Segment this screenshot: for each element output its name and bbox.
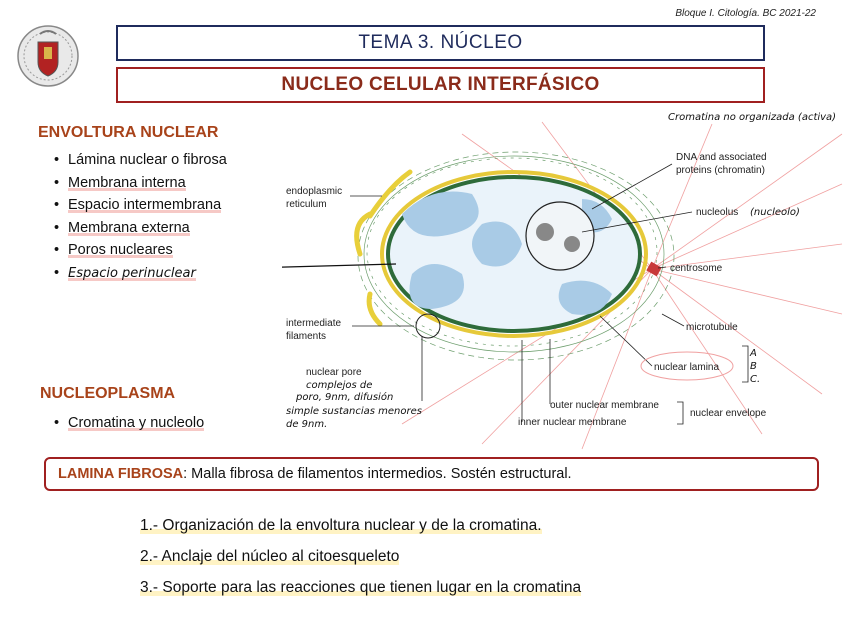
label-lamina: nuclear lamina — [654, 362, 719, 373]
page-title: TEMA 3. NÚCLEO — [116, 25, 765, 61]
label-inner: inner nuclear membrane — [518, 417, 627, 428]
nucleoplasma-list: Cromatina y nucleolo — [54, 412, 205, 435]
envoltura-list: Lámina nuclear o fibrosa Membrana intern… — [54, 149, 227, 285]
note-top: Cromatina no organizada (activa) — [668, 112, 836, 123]
label-nucleolus: nucleolus — [696, 207, 738, 218]
envoltura-heading: ENVOLTURA NUCLEAR — [38, 124, 219, 141]
nucleolus — [525, 201, 595, 271]
list-item: Cromatina y nucleolo — [54, 412, 205, 435]
university-seal-logo — [17, 25, 79, 87]
label-outer: outer nuclear membrane — [550, 400, 659, 411]
label-pore: nuclear pore — [306, 367, 362, 378]
lamina-keyword: LAMINA FIBROSA — [58, 466, 184, 482]
list-item: 2.- Anclaje del núcleo al citoesqueleto — [140, 548, 400, 565]
label-if2: filaments — [286, 331, 326, 342]
list-item: 1.- Organización de la envoltura nuclear… — [140, 517, 542, 534]
outer-membrane — [380, 170, 648, 338]
lamina-highlight — [640, 351, 734, 381]
nuclear-pore — [415, 313, 441, 339]
label-abc-c: C. — [750, 374, 760, 385]
intermediate-filaments — [357, 151, 675, 361]
label-abc-a: A — [749, 348, 757, 359]
label-er: endoplasmic — [286, 186, 342, 197]
list-item: 3.- Soporte para las reacciones que tien… — [140, 579, 582, 596]
er-tubules — [354, 169, 413, 327]
perinuclear-arrow — [282, 263, 397, 268]
lamina-text: : Malla fibrosa de filamentos intermedio… — [183, 466, 572, 482]
list-item: Membrana externa — [54, 217, 227, 240]
course-note: Bloque I. Citología. BC 2021-22 — [675, 8, 816, 19]
nucleolus-spot — [536, 223, 554, 241]
label-dna: DNA and associated — [676, 152, 767, 163]
envelope-bracket — [677, 401, 684, 425]
label-pore-hand4: de 9nm. — [286, 419, 327, 430]
list-item: Poros nucleares — [54, 239, 227, 262]
label-nucleolus-hand: (nucleolo) — [750, 207, 800, 218]
list-item: Lámina nuclear o fibrosa — [54, 149, 227, 172]
label-dna2: proteins (chromatin) — [676, 165, 765, 176]
list-item: Espacio perinuclear — [54, 262, 227, 286]
list-item: Membrana interna — [54, 172, 227, 195]
list-item: Espacio intermembrana — [54, 194, 227, 217]
label-pore-hand3: simple sustancias menores — [286, 406, 422, 417]
nucleus-diagram: Cromatina no organizada (activa) endopla… — [282, 112, 843, 450]
label-if: intermediate — [286, 318, 341, 329]
nucleoplasma-heading: NUCLEOPLASMA — [40, 385, 176, 402]
label-abc-b: B — [750, 361, 757, 372]
page-subtitle: NUCLEO CELULAR INTERFÁSICO — [116, 67, 765, 103]
lamina-fibrosa-box: LAMINA FIBROSA: Malla fibrosa de filamen… — [44, 457, 819, 491]
label-envelope: nuclear envelope — [690, 408, 767, 419]
centrosome — [646, 261, 662, 277]
label-centrosome: centrosome — [670, 263, 723, 274]
label-pore-hand2: poro, 9nm, difusión — [295, 391, 393, 403]
label-pore-hand1: complejos de — [306, 380, 372, 391]
nucleolus-spot — [564, 236, 580, 252]
functions-list: 1.- Organización de la envoltura nuclear… — [140, 510, 582, 603]
abc-bracket — [742, 345, 749, 383]
label-er2: reticulum — [286, 199, 327, 210]
chromatin — [402, 191, 612, 315]
label-microtubule: microtubule — [686, 322, 738, 333]
leader-lines — [350, 163, 693, 422]
